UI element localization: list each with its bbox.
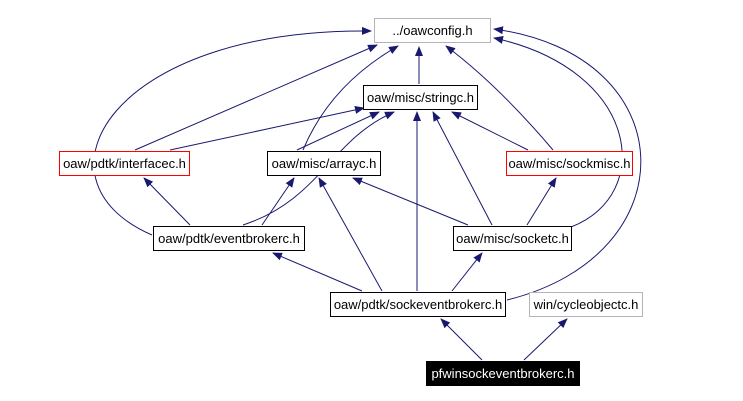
edge-socketc-to-stringc (432, 111, 493, 226)
node-oawconfig[interactable]: ../oawconfig.h (374, 18, 491, 43)
node-interfacec[interactable]: oaw/pdtk/interfacec.h (59, 151, 190, 176)
edge-eventbrokerc-to-interfacec (143, 177, 191, 226)
edge-sockeventbrokerc-to-socketc (451, 252, 483, 292)
edge-socketc-to-sockmisc (526, 177, 557, 226)
edge-sockeventbrokerc-to-eventbrokerc (272, 252, 363, 292)
edge-sockmisc-to-stringc (451, 111, 529, 151)
edge-eventbrokerc-to-arrayc (261, 177, 295, 226)
edge-sockmisc-to-oawconfig (445, 45, 554, 151)
node-cycleobjectc[interactable]: win/cycleobjectc.h (529, 292, 643, 317)
node-socketc[interactable]: oaw/misc/socketc.h (453, 226, 572, 251)
edge-arrayc-to-oawconfig (302, 45, 399, 151)
edge-interfacec-to-oawconfig (134, 44, 378, 151)
edge-eventbrokerc-to-oawconfig (93, 26, 372, 236)
node-sockmisc[interactable]: oaw/misc/sockmisc.h (506, 151, 633, 176)
edge-pfwinsockeventbrokerc-to-cycleobjectc (523, 318, 568, 361)
edge-sockeventbrokerc-to-oawconfig (493, 26, 642, 301)
node-eventbrokerc[interactable]: oaw/pdtk/eventbrokerc.h (153, 226, 305, 251)
node-arrayc[interactable]: oaw/misc/arrayc.h (267, 151, 381, 176)
edge-group (93, 26, 642, 361)
edge-socketc-to-oawconfig (493, 36, 623, 228)
node-stringc[interactable]: oaw/misc/stringc.h (363, 85, 478, 110)
node-sockeventbrokerc[interactable]: oaw/pdtk/sockeventbrokerc.h (330, 292, 506, 317)
node-pfwinsockeventbrokerc: pfwinsockeventbrokerc.h (426, 361, 580, 386)
edge-sockeventbrokerc-to-arrayc (318, 177, 383, 292)
edge-interfacec-to-stringc (169, 105, 365, 151)
edge-arrayc-to-stringc (296, 111, 380, 151)
edge-pfwinsockeventbrokerc-to-sockeventbrokerc (440, 318, 483, 361)
edge-socketc-to-arrayc (352, 177, 469, 226)
